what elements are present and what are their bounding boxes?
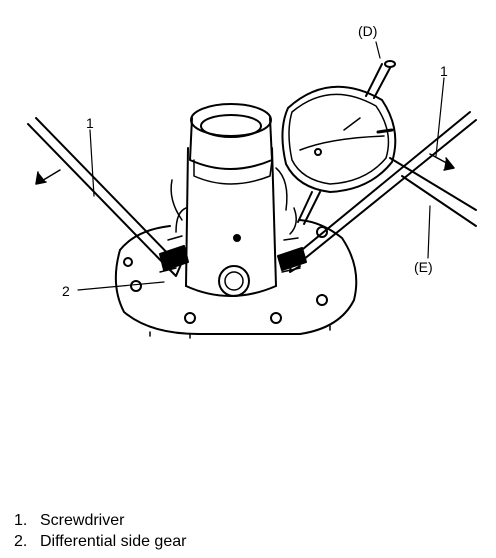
callout-screwdriver-left: 1 [86,115,94,131]
legend-number: 2. [14,533,28,550]
differential-case-boss [189,103,273,185]
callout-attachment: (E) [414,259,433,275]
screwdriver-left [27,117,183,277]
legend-text: Differential side gear [40,533,187,550]
legend-number: 1. [14,512,28,529]
legend-item: 2. Differential side gear [14,531,186,552]
callout-side-gear: 2 [62,283,70,299]
legend-item: 1. Screwdriver [14,510,186,531]
attachment-rod [389,157,477,227]
screwdriver-right [289,111,477,273]
motion-arrows [35,153,455,185]
diagram-illustration: 1 1 2 (D) (E) [27,23,477,339]
differential-case-flange [114,219,358,339]
dial-gauge [281,60,397,225]
legend: 1. Screwdriver 2. Differential side gear [14,510,186,552]
callout-dial-gauge: (D) [358,23,377,39]
leader-lines [77,41,445,291]
legend-text: Screwdriver [40,512,125,529]
callout-screwdriver-right: 1 [440,63,448,79]
differential-case-neck [170,147,297,297]
